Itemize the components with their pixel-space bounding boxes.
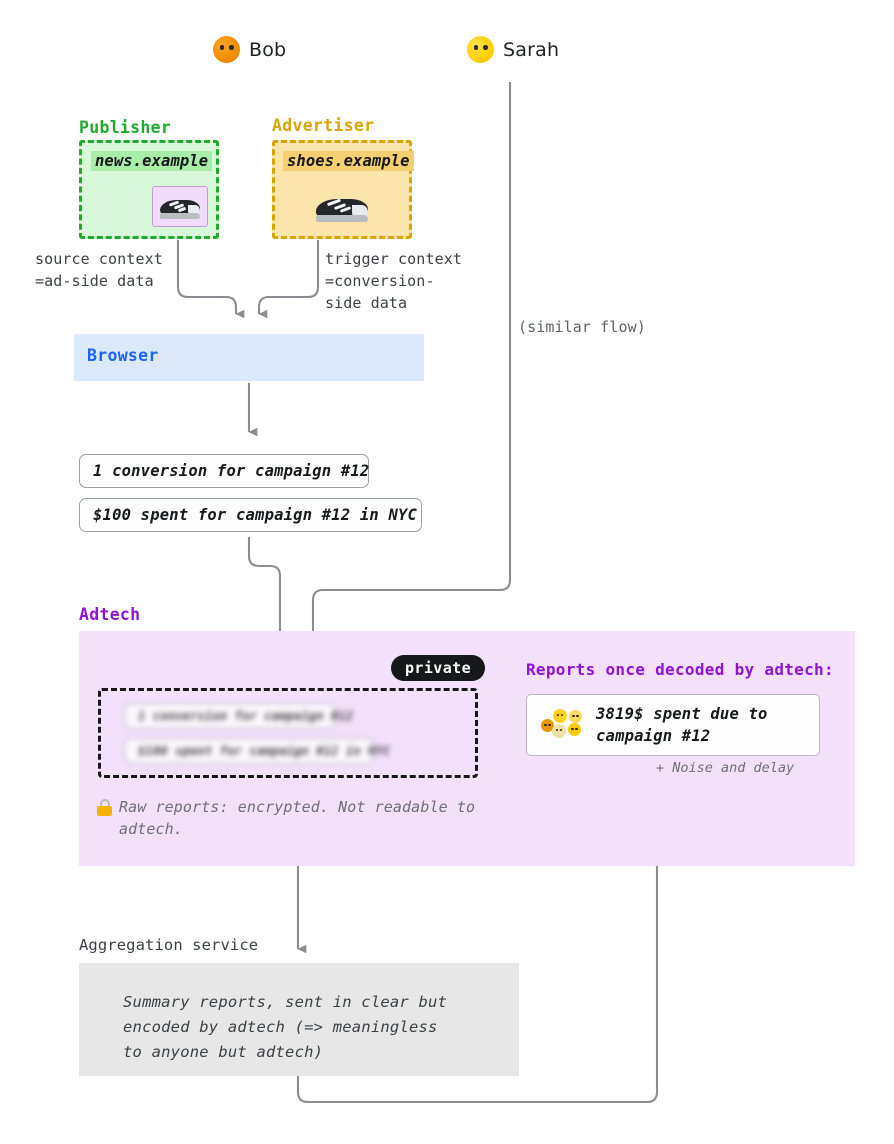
advertiser-url: shoes.example: [283, 151, 414, 171]
person-sarah: Sarah: [467, 36, 559, 63]
private-badge: private: [391, 655, 486, 681]
publisher-label: Publisher: [79, 118, 172, 137]
connector-publisher-browser: [176, 240, 245, 319]
smiley-face-icon: [213, 36, 240, 63]
person-bob-label: Bob: [249, 38, 287, 61]
connector-reports-adtech: [247, 537, 289, 656]
decoded-report-text: 3819$ spent due to campaign #12: [596, 705, 768, 745]
publisher-ad-slot[interactable]: [152, 186, 208, 227]
smiley-face-icon: [467, 36, 494, 63]
raw-reports-note: Raw reports: encrypted. Not readable to …: [97, 797, 487, 841]
private-encrypted-container: 1 conversion for campaign #12 $100 spent…: [98, 688, 478, 778]
connector-sarah-adtech: [311, 82, 512, 656]
raw-reports-note-text: Raw reports: encrypted. Not readable to …: [119, 798, 476, 838]
advertiser-site-box: shoes.example: [272, 140, 414, 239]
publisher-url: news.example: [91, 151, 213, 171]
decoded-report-box: 3819$ spent due to campaign #12: [526, 694, 820, 756]
decoded-reports-title: Reports once decoded by adtech:: [526, 660, 834, 679]
cookie-faces-cluster-icon: [541, 708, 587, 742]
person-sarah-label: Sarah: [503, 38, 560, 61]
connector-aggregation-decoded: [296, 766, 666, 1104]
browser-label: Browser: [87, 346, 159, 365]
publisher-site-box: news.example: [79, 140, 219, 239]
encrypted-report-chip: $100 spent for campaign #12 in NYC: [124, 738, 390, 764]
source-context-label: source context =ad-side data: [35, 250, 163, 290]
noise-delay-note: + Noise and delay: [656, 760, 795, 776]
similar-flow-label: (similar flow): [518, 318, 646, 336]
aggregation-panel: Summary reports, sent in clear but encod…: [79, 963, 519, 1076]
lock-icon: [97, 799, 112, 816]
person-bob: Bob: [213, 36, 286, 63]
trigger-context-label: trigger context =conversion- side data: [325, 250, 462, 312]
sneaker-icon: [316, 192, 368, 222]
encrypted-report-chip: 1 conversion for campaign #12: [124, 703, 353, 729]
connector-advertiser-browser: [257, 240, 320, 319]
advertiser-label: Advertiser: [272, 116, 375, 135]
browser-panel: Browser: [74, 334, 424, 381]
report-chip: 1 conversion for campaign #12: [79, 454, 369, 488]
sneaker-icon: [160, 194, 200, 219]
report-chip: $100 spent for campaign #12 in NYC: [79, 498, 422, 532]
adtech-label: Adtech: [79, 605, 141, 624]
aggregation-label: Aggregation service: [79, 936, 259, 954]
aggregation-text: Summary reports, sent in clear but encod…: [123, 993, 448, 1062]
